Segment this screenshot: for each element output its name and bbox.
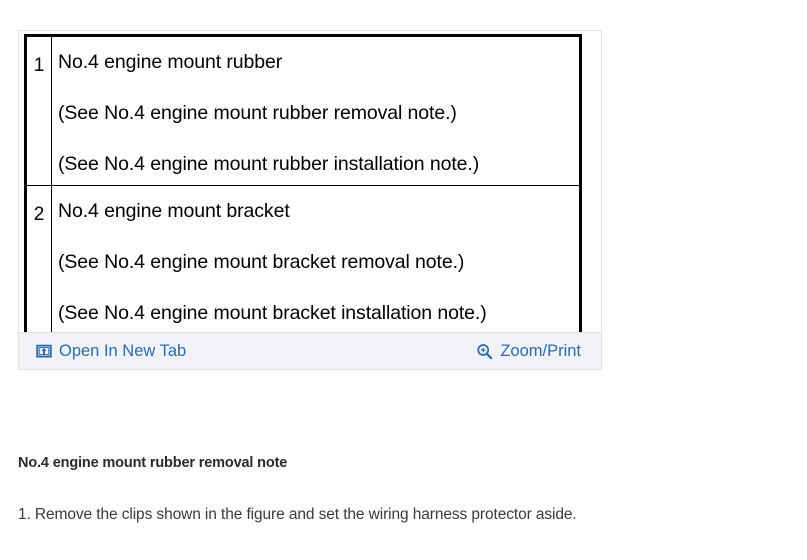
open-in-new-tab-icon — [35, 343, 52, 360]
note-heading: No.4 engine mount rubber removal note — [18, 455, 288, 471]
zoom-print-label: Zoom/Print — [500, 341, 581, 360]
figure-container: 1 No.4 engine mount rubber (See No.4 eng… — [18, 30, 602, 370]
open-in-new-tab-button[interactable]: Open In New Tab — [35, 342, 186, 361]
part-removal-note-ref: (See No.4 engine mount rubber removal no… — [58, 102, 457, 124]
zoom-print-button[interactable]: Zoom/Print — [476, 342, 581, 361]
parts-legend-table: 1 No.4 engine mount rubber (See No.4 eng… — [24, 34, 582, 337]
part-name: No.4 engine mount rubber — [58, 51, 283, 73]
magnifier-plus-icon — [476, 343, 493, 360]
part-removal-note-ref: (See No.4 engine mount bracket removal n… — [58, 251, 465, 273]
part-installation-note-ref: (See No.4 engine mount bracket installat… — [58, 302, 487, 324]
table-row: 2 No.4 engine mount bracket (See No.4 en… — [25, 185, 581, 336]
figure-toolbar: Open In New Tab Zoom/Print — [19, 332, 601, 369]
part-description-cell: No.4 engine mount rubber (See No.4 engin… — [51, 35, 581, 186]
part-number-cell: 2 — [25, 185, 52, 336]
part-name: No.4 engine mount bracket — [58, 200, 290, 222]
part-installation-note-ref: (See No.4 engine mount rubber installati… — [58, 153, 480, 175]
note-step-1: 1. Remove the clips shown in the figure … — [18, 506, 577, 523]
figure-canvas: 1 No.4 engine mount rubber (See No.4 eng… — [24, 34, 584, 337]
part-number-cell: 1 — [25, 35, 52, 186]
part-description-cell: No.4 engine mount bracket (See No.4 engi… — [51, 185, 581, 336]
table-row: 1 No.4 engine mount rubber (See No.4 eng… — [25, 35, 581, 186]
open-in-new-tab-label: Open In New Tab — [59, 341, 187, 360]
